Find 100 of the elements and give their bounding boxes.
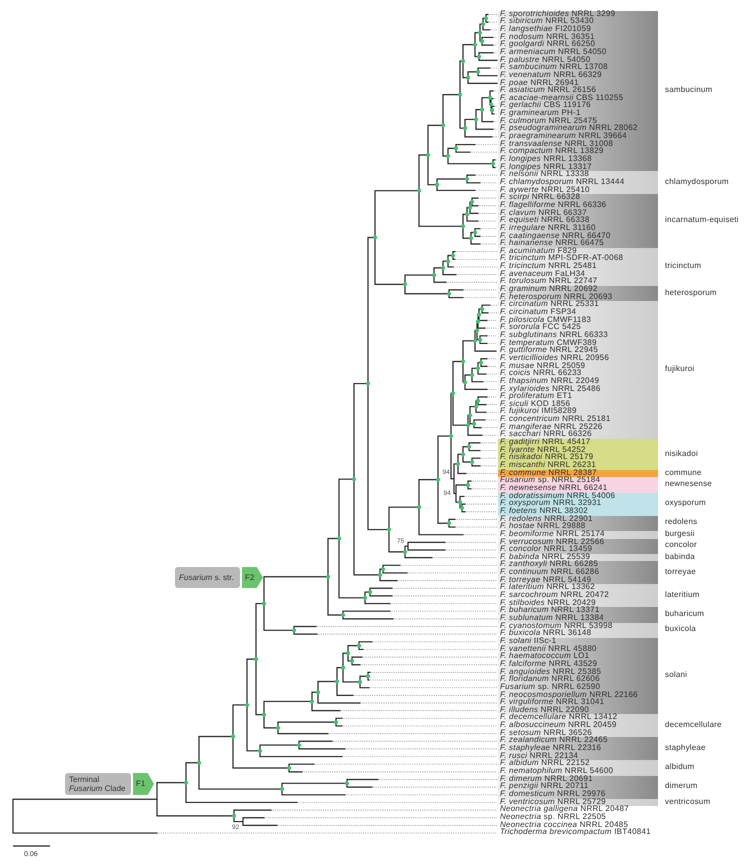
taxon-label: F. fujikuroi IMI58289 — [500, 408, 577, 416]
clade-name: ventricosum — [665, 798, 710, 806]
taxon-label: F. praegraminearum NRRL 39664 — [500, 133, 627, 140]
taxon-label: F. verrucosum NRRL 22566 — [500, 538, 604, 546]
taxon-label: F. hainanense NRRL 66475 — [500, 240, 604, 248]
taxon-label: F. chlamydosporum NRRL 13444 — [500, 178, 624, 186]
clade-name: incarnatum-equiseti — [665, 217, 739, 225]
taxon-label: F. newnesense NRRL 66241 — [500, 484, 608, 492]
taxon-label: F. venenatum NRRL 66329 — [500, 72, 602, 79]
taxon-label: Neonectria sp. NRRL 22505 — [500, 814, 606, 821]
taxon-label: F. graminearum PH-1 — [500, 110, 581, 118]
taxon-label: F. babinda NRRL 25539 — [500, 554, 590, 561]
clade-name: torreyae — [665, 569, 696, 577]
taxon-label: F. concentricum NRRL 25181 — [500, 416, 611, 424]
taxon-label: F. hostae NRRL 29888 — [500, 523, 586, 530]
taxon-label: F. floridanum NRRL 62606 — [500, 676, 600, 684]
taxon-label: F. sporotrichioides NRRL 3299 — [500, 10, 616, 18]
taxon-label: F. longipes NRRL 13317 — [500, 164, 592, 171]
taxon-label: F. sublunatum NRRL 13384 — [500, 615, 604, 622]
clade-name: lateritium — [665, 592, 700, 600]
clade-name: oxysporum — [665, 500, 706, 508]
taxon-label: F. goolgardi NRRL 66250 — [500, 41, 596, 48]
taxon-label: F. thapsinum NRRL 22049 — [500, 378, 600, 385]
taxon-label: F. solani IISc-1 — [500, 638, 556, 645]
clade-name: babinda — [665, 554, 695, 562]
taxon-label: F. irregulare NRRL 31160 — [500, 224, 596, 232]
clade-name: newnesense — [665, 481, 712, 489]
taxon-label: F. subglutinans NRRL 66333 — [500, 332, 608, 339]
clade-name: staphyleae — [665, 745, 706, 753]
taxon-label: F. albosuccineum NRRL 20459 — [500, 722, 617, 730]
taxon-label: F. gerlachii CBS 119176 — [500, 102, 591, 110]
taxon-label: F. circinatum NRRL 25331 — [500, 301, 599, 308]
taxon-label: F. equiseti NRRL 66338 — [500, 217, 590, 224]
taxon-label: F. redolens NRRL 22901 — [500, 516, 593, 523]
taxon-label: F. avenaceum FaLH34 — [500, 270, 586, 278]
taxon-label: F. buharicum NRRL 13371 — [500, 607, 600, 614]
clade-label: Fusarium s. str. — [175, 567, 240, 588]
taxon-label: F. nisikadoi NRRL 25179 — [500, 454, 594, 462]
taxon-label: Neonectria galligena NRRL 20487 — [500, 806, 629, 814]
taxon-label: F. sarcochroum NRRL 20472 — [500, 592, 609, 600]
taxon-label: F. haematococcum LO1 — [500, 653, 590, 660]
taxon-label: F. circinatum FSP34 — [500, 309, 576, 316]
taxon-label: F. rusci NRRL 22134 — [500, 752, 578, 760]
clade-name: decemcellulare — [665, 722, 722, 730]
taxon-label: F. neocosmosporiellum NRRL 22166 — [500, 692, 638, 699]
taxon-label: F. sambucinum NRRL 13708 — [500, 64, 608, 72]
taxon-label: F. penzigii NRRL 20711 — [500, 783, 589, 790]
taxon-label: F. sororula FCC 5425 — [500, 324, 581, 332]
taxon-label: F. zanthoxyli NRRL 66285 — [500, 561, 598, 568]
taxon-label: F. clavum NRRL 66337 — [500, 210, 587, 217]
taxon-label: F. musae NRRL 25059 — [500, 362, 586, 370]
taxon-label: F. scirpi NRRL 66328 — [500, 194, 580, 202]
taxon-label: F. albidum NRRL 22152 — [500, 760, 590, 768]
taxon-label: F. nodosum NRRL 36351 — [500, 34, 595, 41]
taxon-label: F. torreyae NRRL 54149 — [500, 576, 592, 584]
taxon-label: F. commune NRRL 28387 — [500, 470, 597, 477]
clade-label: Terminal Fusarium Clade — [65, 773, 131, 795]
taxon-label: F. ventricosum NRRL 25729 — [500, 798, 606, 806]
taxon-label: F. tricinctum NRRL 25481 — [500, 263, 597, 270]
clade-name: nisikadoi — [665, 450, 698, 458]
taxon-label: F. anguioides NRRL 25385 — [500, 668, 602, 676]
taxon-label: F. beomiforme NRRL 25174 — [500, 530, 605, 538]
taxon-label: F. asiaticum NRRL 26156 — [500, 87, 596, 94]
taxon-label: F. compactum NRRL 13829 — [500, 148, 604, 156]
taxon-label: F. decemcellulare NRRL 13412 — [500, 714, 618, 722]
taxon-label: F. gaditjirri NRRL 45417 — [500, 439, 590, 446]
taxon-label: F. xylarioides NRRL 25486 — [500, 386, 601, 393]
taxon-label: F. falciforme NRRL 43529 — [500, 660, 598, 668]
taxon-label: F. torulosum NRRL 22747 — [500, 278, 598, 286]
taxon-label: F. graminum NRRL 20692 — [500, 286, 598, 294]
taxon-label: F. culmorum NRRL 25475 — [500, 118, 598, 125]
taxon-label: Fusarium sp. NRRL 25184 — [500, 477, 600, 484]
taxon-label: F. pseudograminearum NRRL 28062 — [500, 125, 638, 132]
taxon-label: F. flagelliforme NRRL 66336 — [500, 202, 606, 209]
taxon-label: F. sacchari NRRL 66326 — [500, 431, 592, 438]
taxon-label: Fusarium sp. NRRL 62590 — [500, 684, 600, 691]
taxon-label: F. nelsonii NRRL 13338 — [500, 171, 590, 178]
taxon-label: F. foetens NRRL 38302 — [500, 508, 588, 515]
taxon-label: F. continuum NRRL 66286 — [500, 569, 600, 576]
taxon-label: F. dimerum NRRL 20691 — [500, 776, 593, 783]
taxon-label: F. buxicola NRRL 36148 — [500, 630, 592, 638]
taxon-label: F. lyarnte NRRL 54252 — [500, 446, 586, 454]
taxon-label: F. poae NRRL 26941 — [500, 80, 579, 87]
taxon-label: F. sibiricum NRRL 53430 — [500, 18, 594, 26]
taxon-label: F. zealandicum NRRL 22465 — [500, 737, 608, 744]
taxon-label: F. armeniacum NRRL 54050 — [500, 48, 607, 56]
taxon-label: F. longipes NRRL 13368 — [500, 156, 592, 164]
taxon-label: F. virguliforme NRRL 31041 — [500, 699, 604, 706]
clade-name: burgesii — [665, 530, 695, 539]
node-tag: F2 — [242, 567, 263, 588]
taxon-label: F. aywerte NRRL 25410 — [500, 186, 590, 194]
taxon-label: F. temperatum CMWF389 — [500, 340, 597, 347]
taxon-label: F. caatingaense NRRL 66470 — [500, 232, 611, 240]
taxon-label: F. acaciae-mearnsii CBS 110255 — [500, 94, 624, 102]
taxon-label: F. langsethiae FI201059 — [500, 26, 592, 33]
clade-name: sambucinum — [665, 87, 712, 95]
clade-name: albidum — [665, 764, 694, 772]
taxon-label: F. concolor NRRL 13459 — [500, 546, 592, 554]
node-tag: F1 — [133, 773, 154, 795]
taxon-label: F. lateritium NRRL 13362 — [500, 584, 595, 592]
